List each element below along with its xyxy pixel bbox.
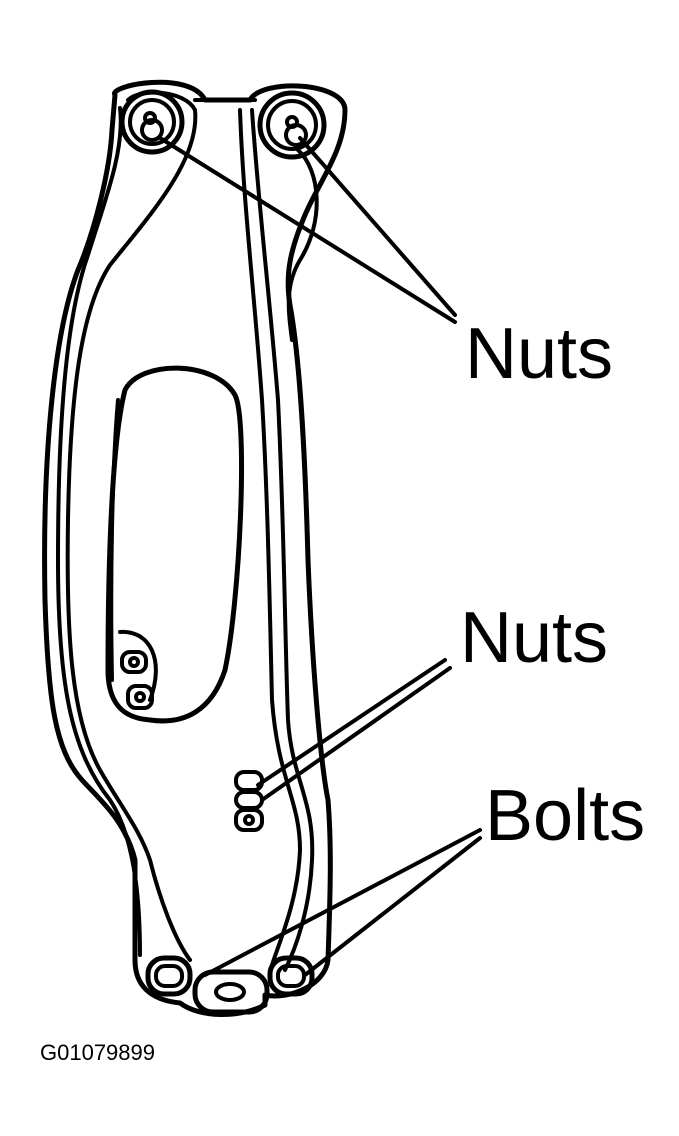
- label-bolts: Bolts: [485, 776, 645, 856]
- window-nuts: [120, 650, 154, 710]
- top-right-boss: [257, 90, 327, 160]
- label-nuts-top: Nuts: [465, 314, 613, 394]
- top-left-boss: [119, 89, 185, 155]
- label-nuts-middle: Nuts: [460, 598, 608, 678]
- bottom-bolts: [145, 955, 315, 1015]
- bracket-outline: [42, 79, 348, 1017]
- middle-nut-stack: [234, 770, 264, 832]
- figure-id: G01079899: [40, 1040, 155, 1065]
- bracket-window: [105, 365, 245, 724]
- leader-lines: [158, 136, 482, 977]
